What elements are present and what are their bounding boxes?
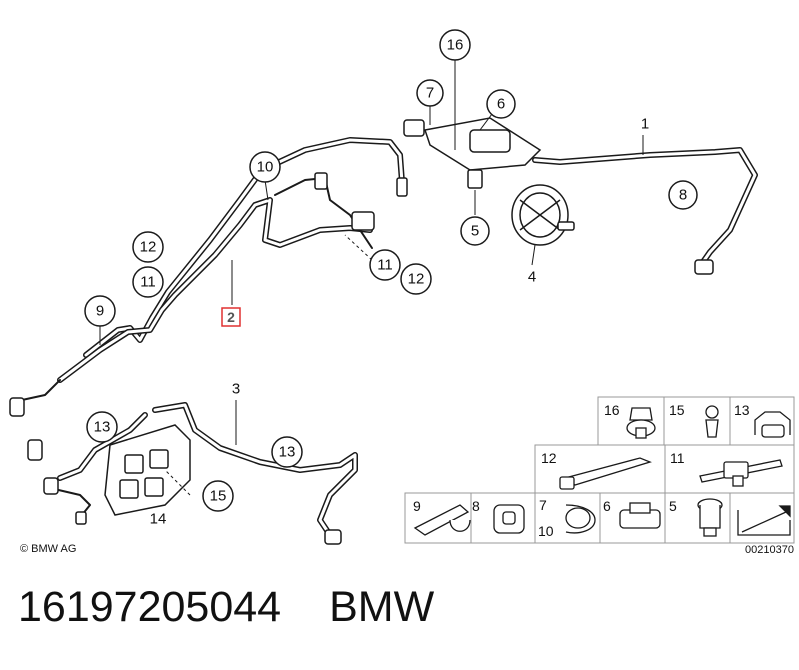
callout-6-top[interactable]: 6 <box>486 89 516 119</box>
svg-text:4: 4 <box>528 269 536 286</box>
valve-connector-7 <box>403 119 425 137</box>
svg-text:11: 11 <box>377 257 393 274</box>
fuel-line-2b-inner <box>58 198 372 382</box>
inset-label-5: 5 <box>669 498 677 514</box>
callout-7-top[interactable]: 7 <box>416 79 444 107</box>
clip-11-12 <box>351 211 375 231</box>
inset-label-8: 8 <box>472 498 480 514</box>
inset-label-12: 12 <box>541 450 557 466</box>
canister-4 <box>511 184 575 246</box>
svg-text:14: 14 <box>150 511 167 528</box>
svg-text:6: 6 <box>497 96 505 113</box>
svg-text:5: 5 <box>471 223 479 240</box>
svg-text:10: 10 <box>257 159 274 176</box>
inset-label-13: 13 <box>734 402 750 418</box>
callout-5-top[interactable]: 5 <box>460 216 490 246</box>
bracket-14 <box>104 424 191 516</box>
inset-label-7: 7 <box>539 497 547 513</box>
callout-3[interactable]: 3 <box>232 381 240 398</box>
svg-text:15: 15 <box>210 488 227 505</box>
callout-15[interactable]: 15 <box>202 480 234 512</box>
copyright: © BMW AG <box>20 543 76 555</box>
inset-part-12-drawing <box>559 457 652 490</box>
callout-10[interactable]: 10 <box>249 151 281 183</box>
svg-text:13: 13 <box>94 419 111 436</box>
callout-8[interactable]: 8 <box>668 180 698 210</box>
fuel-line-3-inner <box>153 403 357 537</box>
fuel-line-13-inner <box>58 413 147 480</box>
inset-part-13-drawing <box>754 411 791 438</box>
svg-text:9: 9 <box>96 303 104 320</box>
valve-body-6 <box>469 129 511 153</box>
inset-part-5-drawing <box>697 498 723 537</box>
callout-9[interactable]: 9 <box>84 295 116 327</box>
connector-line-1-end <box>694 259 714 275</box>
wire-lower-left <box>49 487 91 516</box>
fuel-lines <box>21 137 758 538</box>
connector-left-bottom <box>75 511 87 525</box>
svg-text:16: 16 <box>447 37 464 54</box>
inset-cell-15 <box>663 396 731 446</box>
inset-arrow-drawing <box>737 505 791 536</box>
callout-11-left[interactable]: 11 <box>132 266 164 298</box>
inset-label-6: 6 <box>603 498 611 514</box>
connector-line-3-end <box>324 529 342 545</box>
callout-2-highlighted[interactable]: 2 <box>221 307 241 327</box>
callout-14[interactable]: 14 <box>150 511 167 528</box>
inset-label-15: 15 <box>669 402 685 418</box>
inset-part-9-drawing <box>413 504 471 536</box>
connector-upper <box>314 172 328 190</box>
callout-13-left[interactable]: 13 <box>86 411 118 443</box>
inset-part-8-drawing <box>493 504 525 534</box>
connector-pipe-end <box>396 177 408 197</box>
callout-16-top[interactable]: 16 <box>439 29 471 61</box>
svg-text:2: 2 <box>227 309 235 325</box>
inset-label-9: 9 <box>413 498 421 514</box>
parts-inset: 16 15 13 12 11 9 8 7 10 6 5 <box>404 396 795 556</box>
svg-text:3: 3 <box>232 381 240 398</box>
document-number: 00210370 <box>745 544 794 556</box>
callout-12-right[interactable]: 12 <box>400 263 432 295</box>
fuel-line-left-end <box>21 379 61 401</box>
connector-left-low <box>43 477 59 495</box>
part-number: 16197205044 <box>18 583 282 631</box>
inset-part-7-drawing <box>565 504 596 534</box>
brand-name: BMW <box>329 583 435 631</box>
inset-cell-16 <box>597 396 665 446</box>
callout-11-right[interactable]: 11 <box>369 249 401 281</box>
fuel-line-1-inner <box>533 148 757 264</box>
connector-left-top <box>9 397 25 417</box>
callout-12-left[interactable]: 12 <box>132 231 164 263</box>
callout-1[interactable]: 1 <box>641 116 649 133</box>
fuel-line-1-outer <box>532 147 758 265</box>
svg-text:12: 12 <box>408 271 425 288</box>
svg-text:1: 1 <box>641 116 649 133</box>
inset-label-16: 16 <box>604 402 620 418</box>
callouts: 16 7 6 1 8 5 4 10 12 <box>84 29 698 528</box>
inset-part-6-drawing <box>619 502 661 529</box>
inset-part-16-drawing <box>626 407 656 439</box>
fuel-line-2b-outer <box>57 197 373 383</box>
inset-part-15-drawing <box>705 405 719 438</box>
inset-part-11-drawing <box>699 459 783 487</box>
inset-label-11: 11 <box>670 450 685 466</box>
inset-label-10: 10 <box>538 523 554 539</box>
svg-text:11: 11 <box>140 274 156 291</box>
connector-left-mid <box>27 439 43 461</box>
svg-text:7: 7 <box>426 85 434 102</box>
callout-4[interactable]: 4 <box>528 269 536 286</box>
components <box>9 117 714 545</box>
svg-text:13: 13 <box>279 444 296 461</box>
svg-text:12: 12 <box>140 239 157 256</box>
callout-13-right[interactable]: 13 <box>271 436 303 468</box>
part-footer: 16197205044 BMW <box>18 583 778 643</box>
svg-text:8: 8 <box>679 187 687 204</box>
valve-nozzle-5 <box>467 169 483 189</box>
